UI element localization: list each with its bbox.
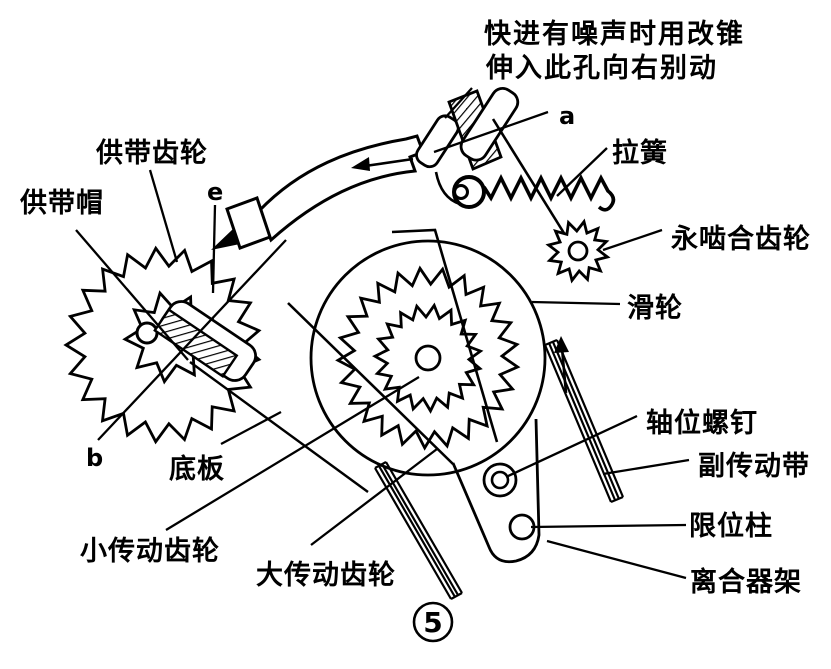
figure-number: 5 <box>423 606 442 639</box>
leader-aux-belt <box>602 458 690 476</box>
label-supply-gear: 供带齿轮 <box>95 138 208 169</box>
supply-cap-shape <box>153 300 257 382</box>
axle-screw-outer-circle <box>482 462 518 498</box>
label-clutch-bracket: 离合器架 <box>690 566 802 598</box>
label-limit-post: 限位柱 <box>689 510 773 542</box>
axle-screw-inner-circle <box>490 470 510 490</box>
leader-supply-cap <box>75 229 189 361</box>
pivot-inner-circle <box>453 184 469 200</box>
leader-pull-spring <box>556 147 608 197</box>
figure-number-circle <box>412 601 454 643</box>
leader-axle-screw <box>505 414 638 479</box>
label-pull-spring: 拉簧 <box>612 137 668 169</box>
large-drive-gear-teeth <box>335 265 521 451</box>
label-large-drive-gear: 大传动齿轮 <box>256 560 396 591</box>
lever-tip-arrowhead-icon <box>211 229 240 250</box>
belt-direction-arrow-shaft <box>560 347 568 394</box>
belt-direction-arrow-icon <box>554 336 569 353</box>
motion-arrow-shaft <box>364 157 414 168</box>
label-supply-cap: 供带帽 <box>19 188 104 219</box>
leader-small-drive-gear <box>165 376 420 531</box>
leader-point-b <box>97 239 287 441</box>
leader-ever-meshed-gear <box>602 228 663 252</box>
label-point-b: b <box>86 444 103 472</box>
leader-base-plate <box>220 410 282 446</box>
aux-belt-lower-strip <box>374 461 463 600</box>
label-aux-belt: 副传动带 <box>698 451 810 482</box>
gear-arm-edge <box>491 118 574 247</box>
small-drive-gear-teeth <box>372 302 484 414</box>
supply-hub-hole <box>135 321 159 345</box>
ever-meshed-gear-hole <box>567 240 589 262</box>
supply-cap-hatch <box>153 308 239 378</box>
clutch-lever-edge-right <box>391 228 499 443</box>
label-axle-screw: 轴位螺钉 <box>646 407 758 439</box>
leader-large-drive-gear <box>310 448 438 546</box>
ever-meshed-gear-teeth <box>545 218 611 284</box>
leader-lines <box>75 87 690 580</box>
label-pulley: 滑轮 <box>627 293 683 324</box>
leader-supply-gear <box>148 169 179 263</box>
label-point-e: e <box>207 178 223 206</box>
motion-arrow-icon <box>351 157 370 171</box>
leader-pulley <box>531 300 621 306</box>
pulley-circle <box>309 239 547 477</box>
label-point-a: a <box>559 102 575 130</box>
clutch-bracket-outline <box>451 418 541 564</box>
label-ever-meshed-gear: 永啮合齿轮 <box>670 223 811 255</box>
gear-hub-hole <box>414 344 442 372</box>
adjust-bracket <box>415 87 520 206</box>
note-line1: 快进有噪声时用改锥 <box>484 19 745 50</box>
leader-point-e <box>211 204 217 294</box>
leader-clutch-bracket <box>546 539 687 580</box>
label-base-plate: 底板 <box>169 453 225 485</box>
leader-top-note <box>444 87 473 119</box>
leader-point-a <box>433 110 549 154</box>
note-line2: 伸入此孔向右别动 <box>485 52 718 84</box>
label-small-drive-gear: 小传动齿轮 <box>80 536 220 567</box>
leader-limit-post <box>530 523 687 529</box>
cap-axis-line <box>189 361 369 493</box>
